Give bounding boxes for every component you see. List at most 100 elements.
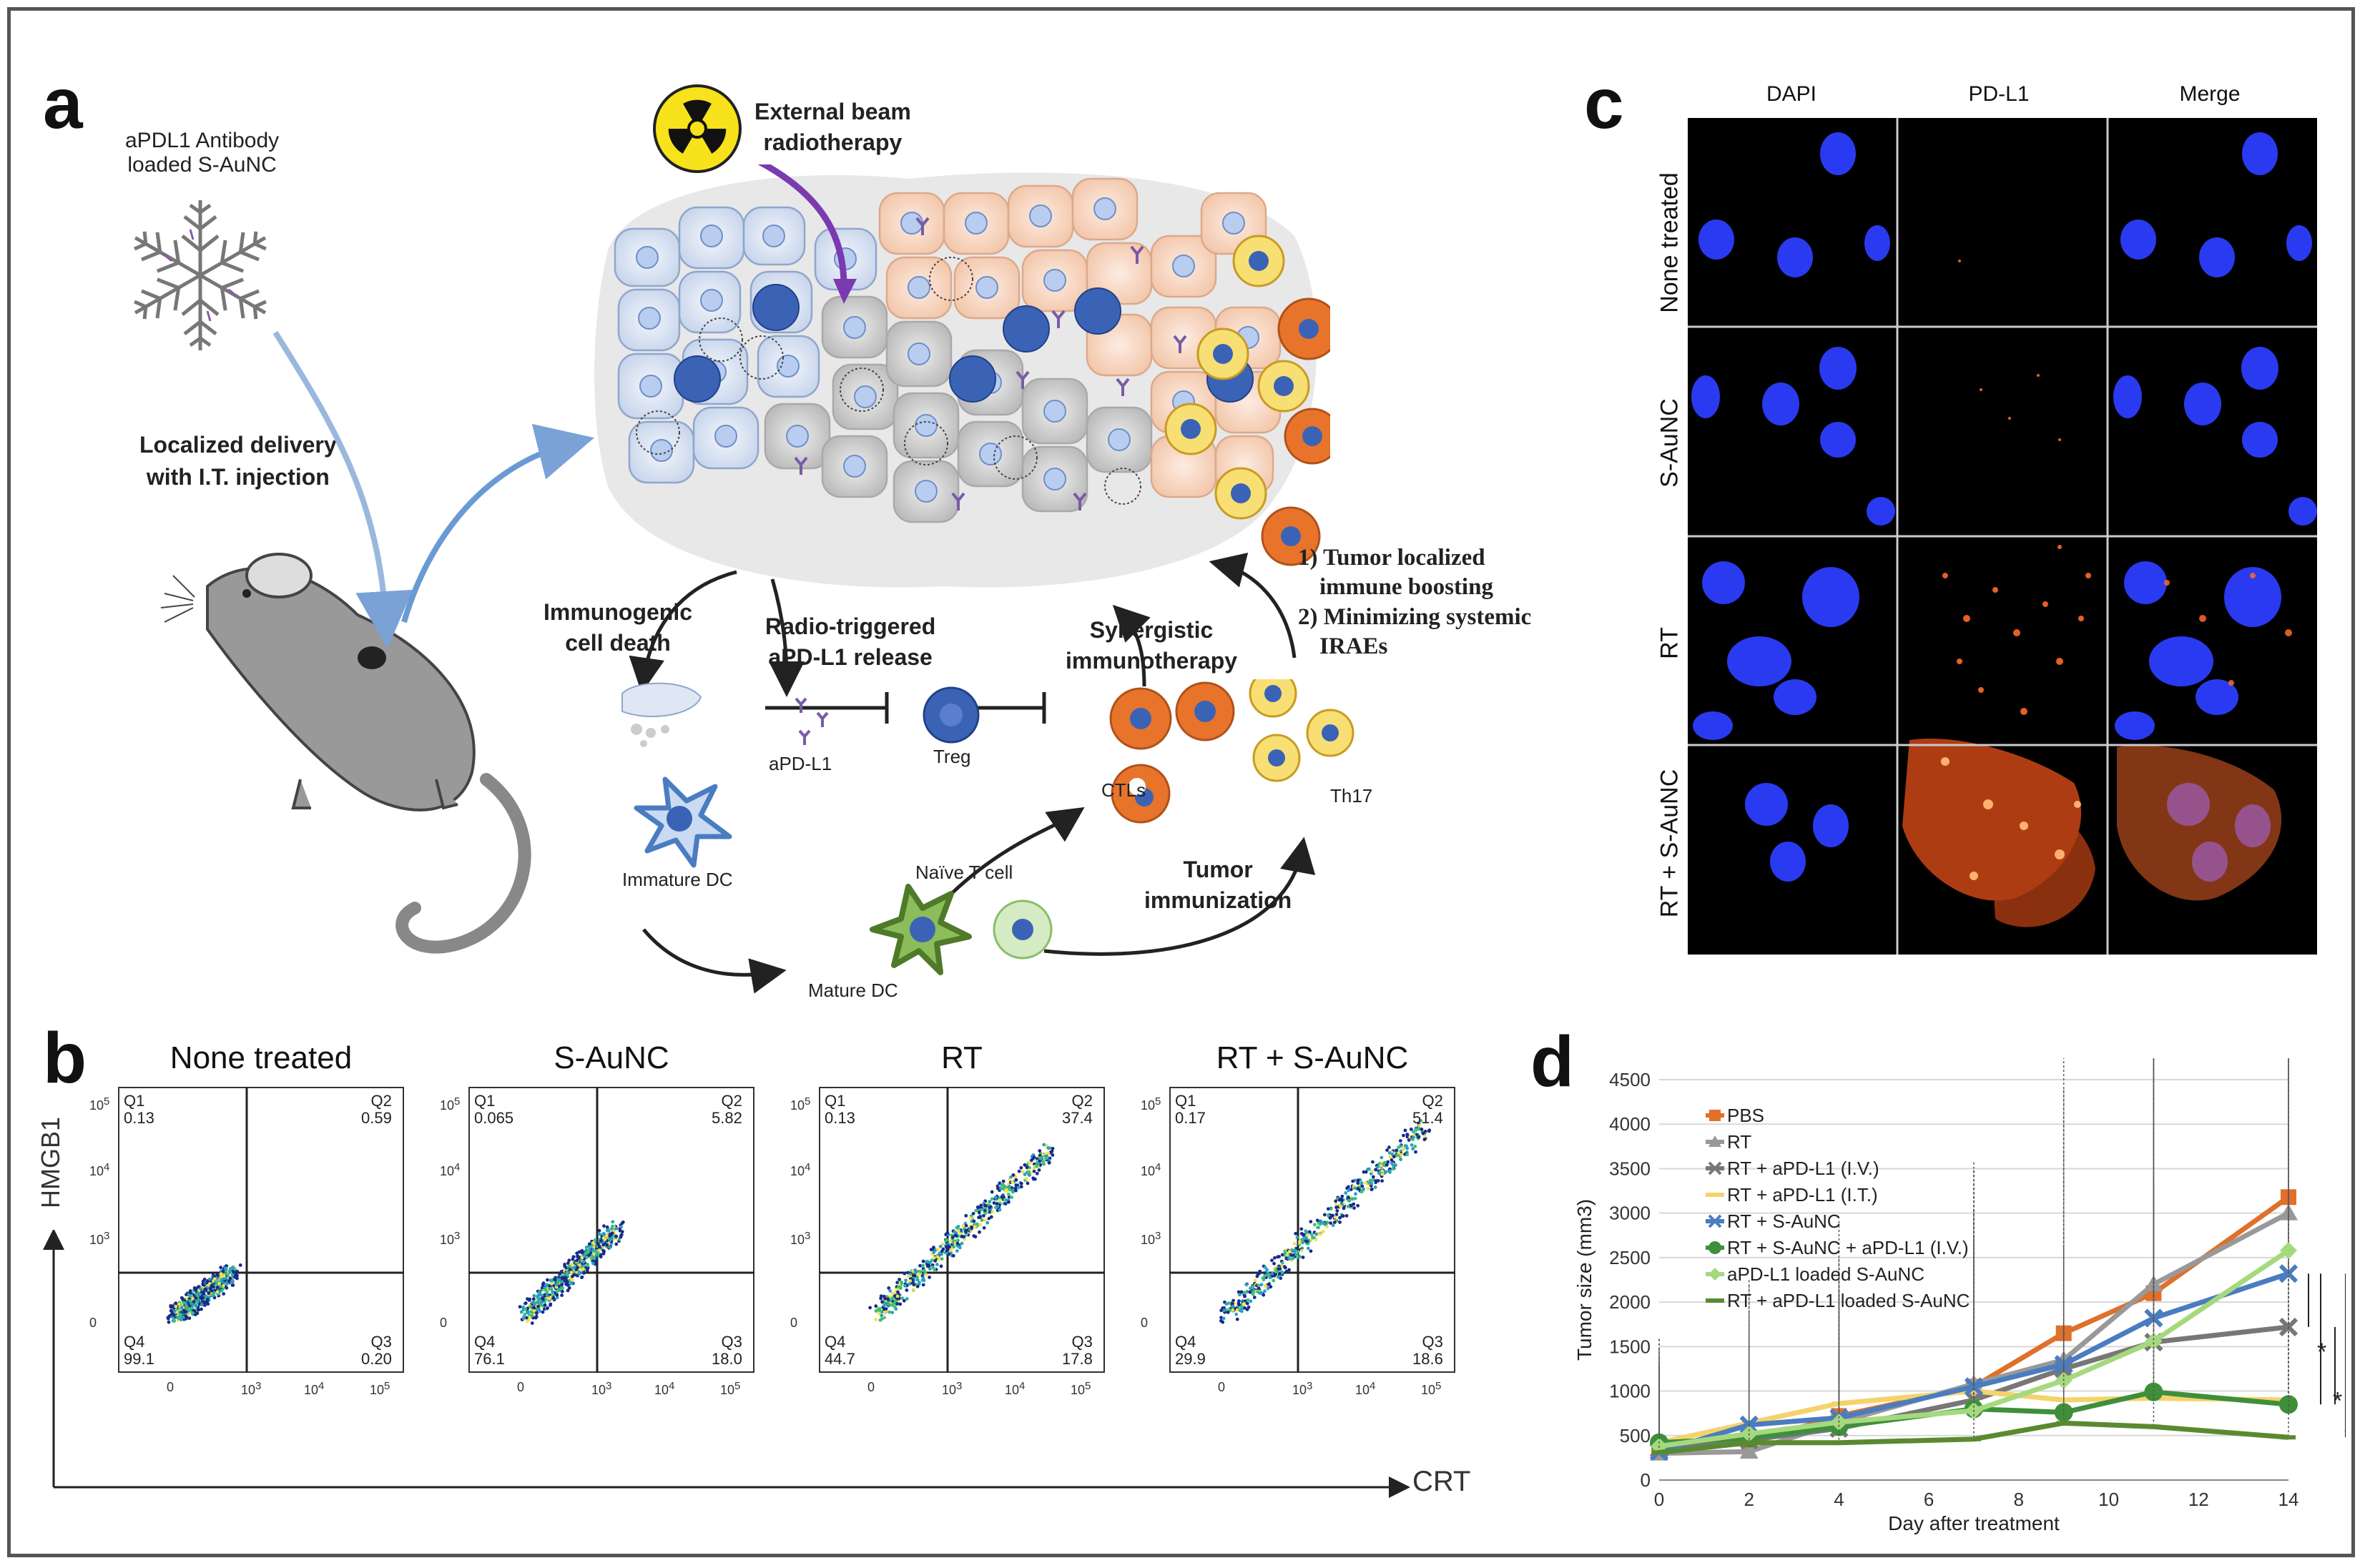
y-tick-label: 1000 bbox=[1609, 1381, 1651, 1402]
legend-label: RT + aPD-L1 loaded S-AuNC bbox=[1727, 1290, 1970, 1311]
y-tick-label: 104 bbox=[790, 1161, 811, 1178]
x-tick-label: 105 bbox=[1421, 1380, 1442, 1397]
row-label-none: None treated bbox=[1656, 172, 1683, 313]
x-tick-label: 105 bbox=[720, 1380, 741, 1397]
y-tick-label: 0 bbox=[1641, 1469, 1651, 1491]
mature-dc-label: Mature DC bbox=[808, 980, 898, 1001]
antibody-label: aPDL1 Antibody loaded S-AuNC bbox=[125, 129, 280, 177]
y-tick-label: 105 bbox=[89, 1095, 110, 1113]
radiotherapy-label: External beam radiotherapy bbox=[754, 99, 911, 156]
microscopy-grid bbox=[1688, 118, 2317, 955]
data-point bbox=[2144, 1382, 2163, 1401]
panel-d-letter: d bbox=[1530, 1022, 1575, 1102]
x-tick-label: 103 bbox=[241, 1380, 262, 1397]
apdl1-label: aPD-L1 bbox=[769, 753, 832, 774]
data-point bbox=[1739, 1442, 1759, 1459]
col-header-pdl1: PD-L1 bbox=[1968, 82, 2030, 106]
legend-marker bbox=[1708, 1241, 1721, 1254]
x-tick-label: 104 bbox=[304, 1380, 325, 1397]
y-tick-label: 2500 bbox=[1609, 1247, 1651, 1268]
data-point bbox=[2279, 1395, 2298, 1414]
radiation-icon bbox=[653, 84, 742, 173]
tumor-cell-cluster bbox=[594, 164, 1330, 588]
x-tick-label: 104 bbox=[1005, 1380, 1026, 1397]
legend-label: PBS bbox=[1727, 1105, 1764, 1126]
y-tick-label: 4500 bbox=[1609, 1069, 1651, 1090]
data-point bbox=[1652, 1450, 1666, 1455]
row-label-rt: RT bbox=[1656, 627, 1683, 659]
x-tick-label: 4 bbox=[1834, 1489, 1844, 1510]
x-tick-label: 104 bbox=[654, 1380, 675, 1397]
data-point bbox=[1964, 1377, 1984, 1396]
naive-t-label: Naïve T cell bbox=[915, 862, 1013, 883]
data-point bbox=[1967, 1389, 1981, 1394]
data-point bbox=[2281, 1435, 2296, 1440]
y-axis-label: Tumor size (mm3) bbox=[1573, 1199, 1595, 1361]
x-tick-label: 105 bbox=[370, 1380, 390, 1397]
figure-frame bbox=[7, 7, 2355, 1557]
significance-star: * bbox=[2344, 1423, 2346, 1450]
y-tick-label: 103 bbox=[89, 1230, 110, 1247]
y-tick-label: 500 bbox=[1620, 1425, 1651, 1446]
legend-marker bbox=[1708, 1214, 1722, 1228]
x-tick-label: 0 bbox=[1654, 1489, 1664, 1510]
y-tick-label: 0 bbox=[790, 1316, 798, 1330]
flow-plot-title: S-AuNC bbox=[554, 1040, 669, 1075]
y-tick-label: 104 bbox=[89, 1161, 110, 1178]
x-tick-label: 6 bbox=[1924, 1489, 1934, 1510]
panel-a-letter: a bbox=[43, 64, 83, 144]
y-tick-label: 103 bbox=[440, 1230, 461, 1247]
x-tick-label: 10 bbox=[2098, 1489, 2119, 1510]
legend-label: aPD-L1 loaded S-AuNC bbox=[1727, 1263, 1924, 1285]
data-point bbox=[2054, 1403, 2073, 1422]
th17-label: Th17 bbox=[1330, 785, 1373, 807]
mechanism-arrows bbox=[629, 553, 1316, 994]
benefits-label: 1) Tumor localized immune boosting 2) Mi… bbox=[1298, 545, 1532, 659]
y-tick-label: 103 bbox=[1141, 1230, 1161, 1247]
x-tick-label: 105 bbox=[1071, 1380, 1091, 1397]
y-tick-label: 0 bbox=[1141, 1316, 1149, 1330]
legend-marker bbox=[1708, 1161, 1722, 1175]
row-label-saunc: S-AuNC bbox=[1656, 398, 1683, 488]
flow-plot-title: RT + S-AuNC bbox=[1216, 1040, 1409, 1075]
panel-b-letter: b bbox=[43, 1018, 87, 1098]
y-tick-label: 105 bbox=[1141, 1095, 1161, 1113]
b-x-axis-label: CRT bbox=[1412, 1466, 1471, 1497]
legend-label: RT + aPD-L1 (I.V.) bbox=[1727, 1158, 1879, 1179]
significance-star: * bbox=[2333, 1387, 2342, 1414]
y-tick-label: 104 bbox=[440, 1161, 461, 1178]
x-tick-label: 104 bbox=[1355, 1380, 1376, 1397]
x-tick-label: 0 bbox=[1218, 1380, 1226, 1394]
data-point bbox=[1967, 1436, 1981, 1441]
y-tick-label: 1500 bbox=[1609, 1336, 1651, 1357]
y-tick-label: 2000 bbox=[1609, 1291, 1651, 1313]
y-tick-label: 3000 bbox=[1609, 1203, 1651, 1224]
data-point bbox=[2280, 1241, 2297, 1259]
y-tick-label: 0 bbox=[440, 1316, 448, 1330]
data-point bbox=[2146, 1424, 2161, 1429]
flow-plot-title: RT bbox=[941, 1040, 983, 1075]
flow-plot bbox=[819, 1087, 1105, 1373]
x-tick-label: 103 bbox=[1292, 1380, 1313, 1397]
flow-plot bbox=[118, 1087, 404, 1373]
panel-c-letter: c bbox=[1584, 64, 1624, 144]
ctls-label: CTLs bbox=[1101, 779, 1146, 801]
y-tick-label: 3500 bbox=[1609, 1158, 1651, 1179]
treg-label: Treg bbox=[933, 746, 971, 767]
